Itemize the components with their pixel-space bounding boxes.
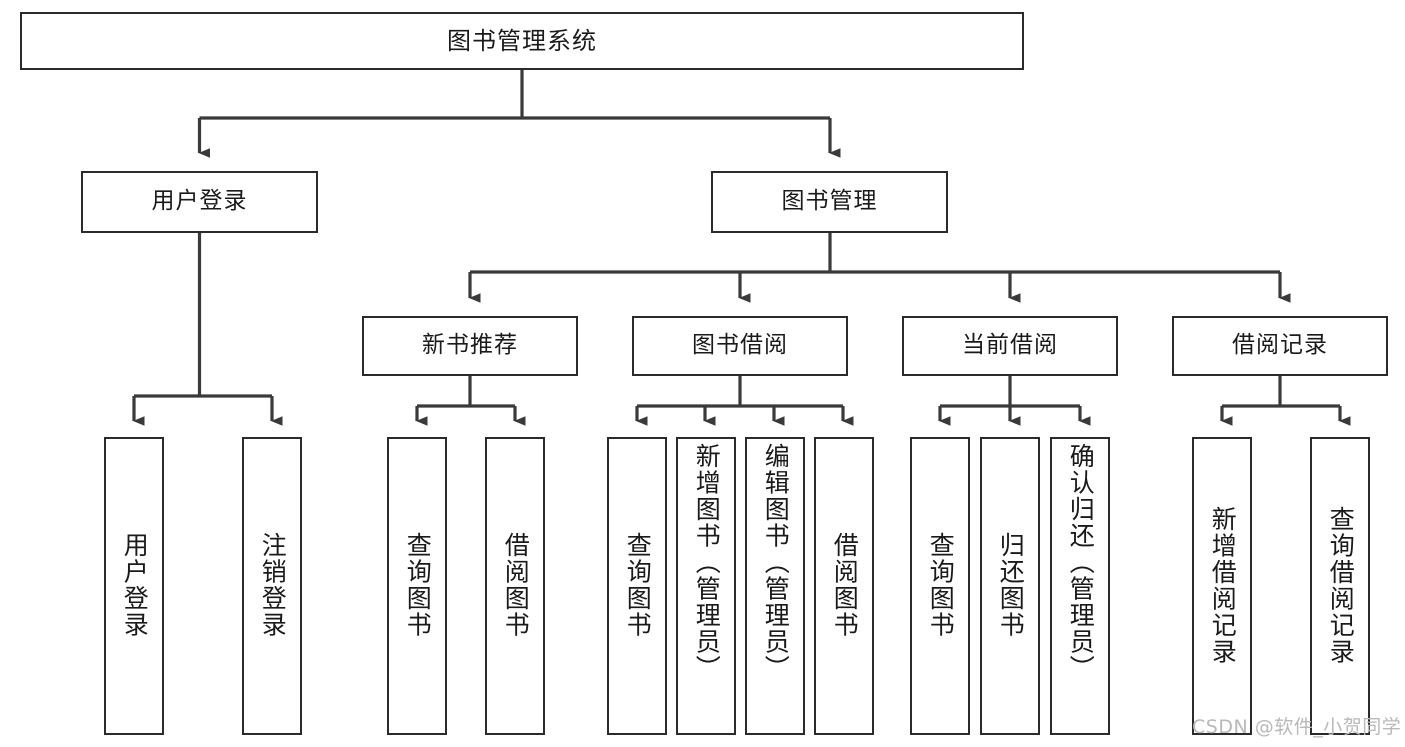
leaf-label: 用户登录 [120,532,150,638]
node-leaf-add-record[interactable]: 新增借阅记录 [1192,437,1252,735]
node-leaf-query-book-2[interactable]: 查询图书 [607,437,667,735]
node-leaf-user-login[interactable]: 用户登录 [104,437,164,735]
node-leaf-query-book-1[interactable]: 查询图书 [387,437,447,735]
node-leaf-borrow-book-1[interactable]: 借阅图书 [485,437,545,735]
node-leaf-query-record[interactable]: 查询借阅记录 [1310,437,1370,735]
leaf-label: 归还图书 [996,532,1026,638]
node-leaf-query-book-3[interactable]: 查询图书 [910,437,970,735]
node-leaf-confirm-return[interactable]: 确认归还（管理员） [1050,437,1110,735]
leaf-label: 借阅图书 [830,532,860,638]
node-leaf-borrow-book-2[interactable]: 借阅图书 [814,437,874,735]
leaf-label: 新增图书（管理员） [692,443,722,682]
leaf-label: 注销登录 [258,532,288,638]
node-book-manage[interactable]: 图书管理 [711,171,948,233]
node-book-borrow[interactable]: 图书借阅 [632,316,848,376]
leaf-label: 查询图书 [926,532,956,638]
node-leaf-add-book[interactable]: 新增图书（管理员） [676,437,736,735]
node-new-book-recommend[interactable]: 新书推荐 [362,316,578,376]
node-root[interactable]: 图书管理系统 [20,12,1024,70]
leaf-label: 编辑图书（管理员） [761,443,791,682]
leaf-label: 查询图书 [623,532,653,638]
leaf-label: 借阅图书 [501,532,531,638]
node-leaf-return-book[interactable]: 归还图书 [980,437,1040,735]
node-leaf-logout-login[interactable]: 注销登录 [242,437,302,735]
csdn-watermark: CSDN @软件_小贺同学 [1192,716,1402,738]
node-leaf-edit-book[interactable]: 编辑图书（管理员） [745,437,805,735]
node-current-borrow[interactable]: 当前借阅 [902,316,1118,376]
leaf-label: 新增借阅记录 [1208,505,1238,665]
leaf-label: 查询图书 [403,532,433,638]
leaf-label: 查询借阅记录 [1326,505,1356,665]
node-user-login[interactable]: 用户登录 [81,171,318,233]
leaf-label: 确认归还（管理员） [1066,443,1096,682]
node-borrow-record[interactable]: 借阅记录 [1172,316,1388,376]
